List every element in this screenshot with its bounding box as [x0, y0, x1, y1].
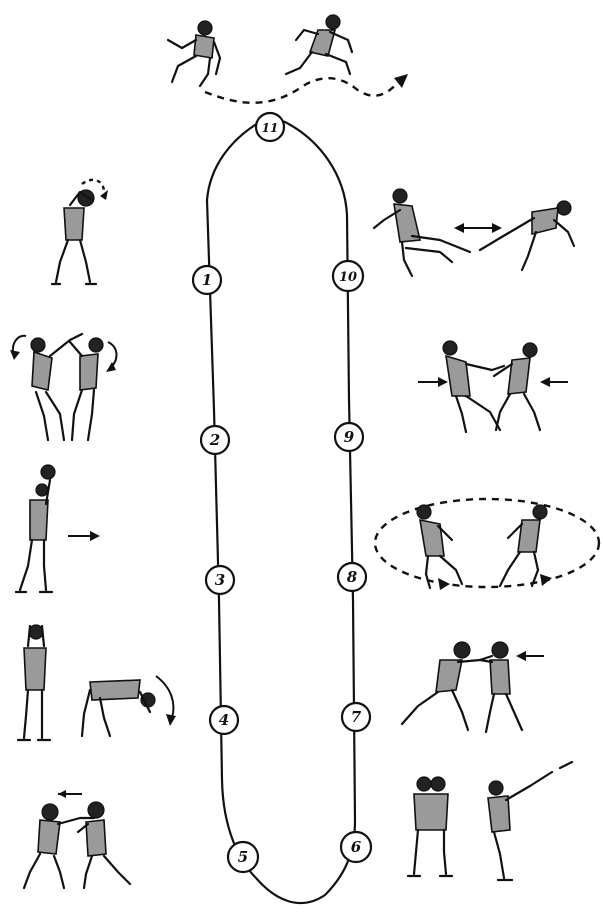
- station-10: 10: [333, 261, 363, 291]
- partner-shoulder-push-illustration: [418, 341, 568, 432]
- station-1: 1: [193, 266, 221, 294]
- svg-text:3: 3: [215, 571, 225, 589]
- station-6: 6: [341, 832, 371, 862]
- station-7: 7: [342, 703, 370, 731]
- svg-text:8: 8: [347, 568, 358, 586]
- partner-push-sparring-illustration: [24, 790, 130, 888]
- svg-text:1: 1: [202, 271, 212, 289]
- station-5: 5: [228, 842, 258, 872]
- station-9: 9: [335, 423, 363, 451]
- partner-kick-lift-illustration: [408, 762, 572, 880]
- svg-text:9: 9: [344, 428, 355, 446]
- trunk-bend-illustration: [18, 625, 176, 740]
- station-8: 8: [338, 563, 366, 591]
- partner-hand-push-illustration: [402, 642, 544, 732]
- station-11: 11: [256, 113, 284, 141]
- sprint-start-illustration: [168, 15, 408, 103]
- svg-text:6: 6: [351, 838, 362, 856]
- svg-text:11: 11: [262, 121, 279, 135]
- station-4: 4: [210, 706, 238, 734]
- ball-push-illustration: [16, 465, 100, 592]
- circuit-track: [207, 119, 355, 903]
- svg-text:4: 4: [219, 711, 229, 729]
- circle-chase-illustration: [375, 499, 599, 590]
- svg-text:2: 2: [209, 431, 220, 449]
- svg-text:10: 10: [339, 270, 357, 285]
- head-rotation-illustration: [52, 180, 108, 284]
- svg-text:5: 5: [238, 848, 248, 866]
- station-2: 2: [201, 426, 229, 454]
- partner-tug-pull-illustration: [374, 189, 574, 276]
- station-3: 3: [206, 566, 234, 594]
- partner-arm-circles-illustration: [10, 334, 117, 440]
- svg-text:7: 7: [351, 708, 362, 726]
